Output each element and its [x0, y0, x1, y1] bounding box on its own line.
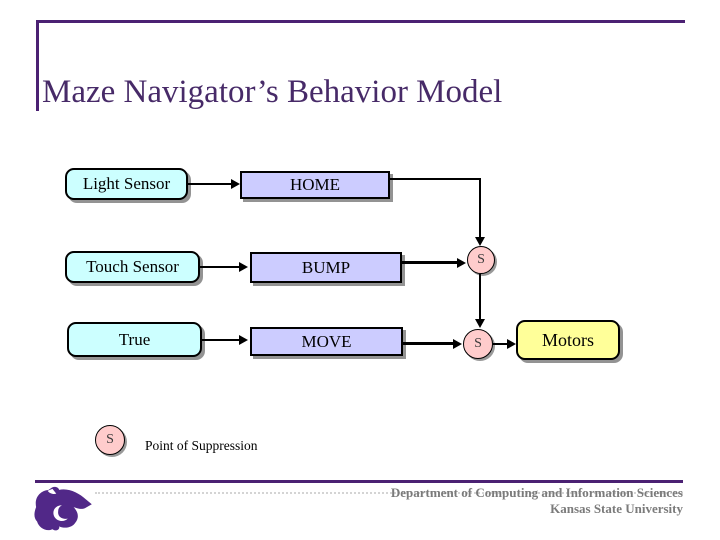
legend-suppression-icon: S: [95, 425, 125, 455]
connector-home-elbow-h: [390, 178, 481, 180]
title-top-border: [36, 20, 685, 23]
connector-bump-s1: [402, 261, 457, 264]
kstate-powercat-logo: [34, 486, 92, 531]
arrowhead-icon: [457, 258, 466, 268]
footer-department: Department of Computing and Information …: [390, 485, 683, 500]
suppression-node-2: S: [463, 329, 493, 359]
title-left-border: [36, 20, 39, 111]
light-sensor-box: Light Sensor: [65, 168, 188, 200]
touch-sensor-box: Touch Sensor: [65, 251, 200, 283]
home-behavior-box: HOME: [240, 171, 390, 199]
arrowhead-icon: [475, 319, 485, 328]
arrowhead-icon: [239, 262, 248, 272]
page-title: Maze Navigator’s Behavior Model: [42, 74, 503, 111]
connector-home-elbow-v: [479, 178, 481, 239]
connector-true-move: [202, 339, 240, 341]
arrowhead-icon: [239, 335, 248, 345]
motors-output-box: Motors: [516, 320, 620, 360]
move-behavior-box: MOVE: [250, 327, 403, 356]
legend-label: Point of Suppression: [145, 438, 258, 453]
arrowhead-icon: [453, 339, 462, 349]
bump-behavior-box: BUMP: [250, 252, 402, 283]
connector-lightsensor-home: [188, 183, 232, 185]
footer-credits: Department of Computing and Information …: [263, 485, 683, 517]
connector-s1-s2: [479, 274, 481, 320]
connector-touchsensor-bump: [200, 266, 240, 268]
footer-university: Kansas State University: [550, 501, 683, 516]
connector-s2-motors: [493, 343, 509, 345]
footer-dotted-line: [95, 492, 683, 494]
true-input-box: True: [67, 322, 202, 357]
arrowhead-icon: [231, 179, 240, 189]
arrowhead-icon: [475, 237, 485, 246]
footer-divider: [35, 480, 683, 483]
connector-move-s2: [403, 342, 453, 345]
arrowhead-icon: [507, 339, 516, 349]
suppression-node-1: S: [467, 246, 495, 274]
